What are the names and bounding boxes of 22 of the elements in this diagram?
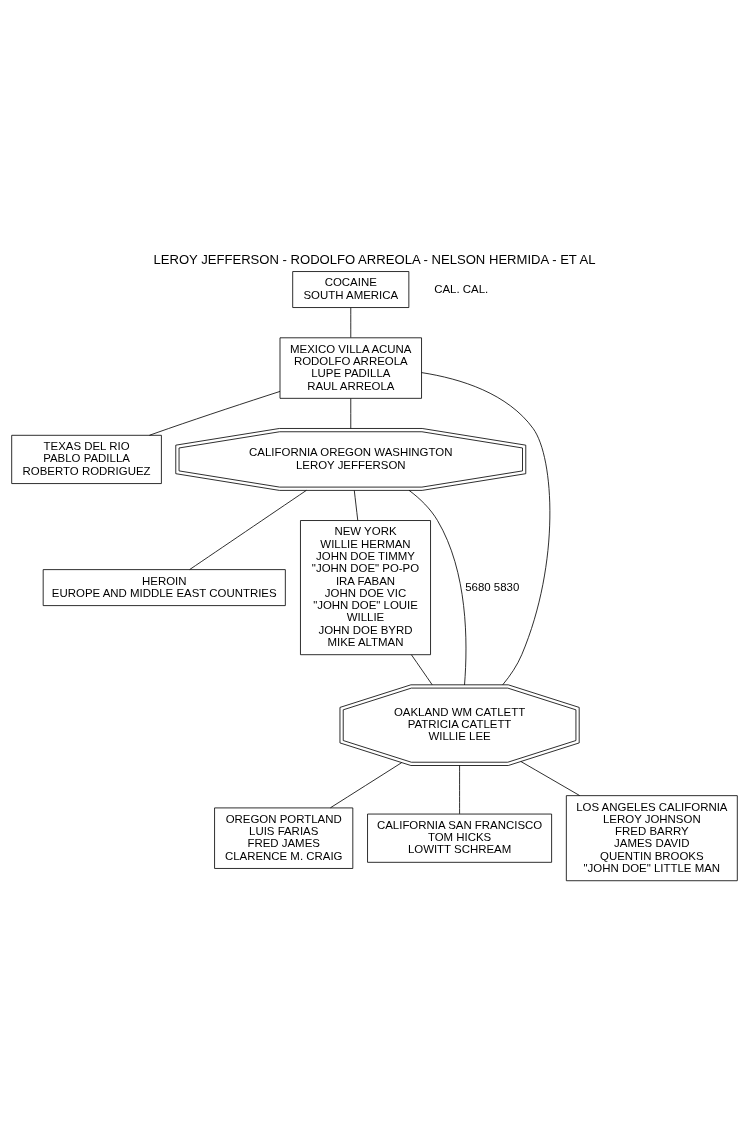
node-box: LOS ANGELES CALIFORNIA LEROY JOHNSON FRED BARRY JAMES DAVID QUENTIN BROOKS "JOHN DOE" LITTLE MAN — [565, 794, 738, 881]
connector — [353, 489, 359, 521]
connector — [189, 489, 307, 570]
connector — [350, 397, 352, 429]
label: CAL. CAL. — [434, 282, 489, 295]
connector — [350, 306, 352, 338]
connector — [149, 390, 281, 436]
edge-label: 5680 5830 — [465, 580, 520, 593]
node-box: COCAINE SOUTH AMERICA — [292, 270, 410, 308]
connector — [520, 760, 581, 796]
node-box: TEXAS DEL RIO PABLO PADILLA ROBERTO RODRIGUEZ — [11, 434, 162, 484]
node-box: NEW YORK WILLIE HERMAN JOHN DOE TIMMY "JOHN DOE" PO-PO IRA FABAN JOHN DOE VIC "JOHN DOE" LOUIE WILLIE JOHN DOE BYRD MIKE ALTMAN — [300, 519, 431, 655]
connector — [408, 489, 467, 685]
node-box: CALIFORNIA SAN FRANCISCO TOM HICKS LOWITT SCHREAM — [367, 813, 552, 863]
connector — [459, 764, 460, 814]
node-box: MEXICO VILLA ACUNA RODOLFO ARREOLA LUPE PADILLA RAUL ARREOLA — [279, 336, 422, 399]
connector — [411, 653, 433, 685]
node-box: OREGON PORTLAND LUIS FARIAS FRED JAMES CLARENCE M. CRAIG — [214, 807, 354, 869]
diagram-title: LEROY JEFFERSON - RODOLFO ARREOLA - NELSON HERMIDA - ET AL — [153, 251, 596, 267]
connector — [330, 761, 403, 808]
connector — [421, 371, 551, 685]
node-box: HEROIN EUROPE AND MIDDLE EAST COUNTRIES — [42, 568, 286, 606]
